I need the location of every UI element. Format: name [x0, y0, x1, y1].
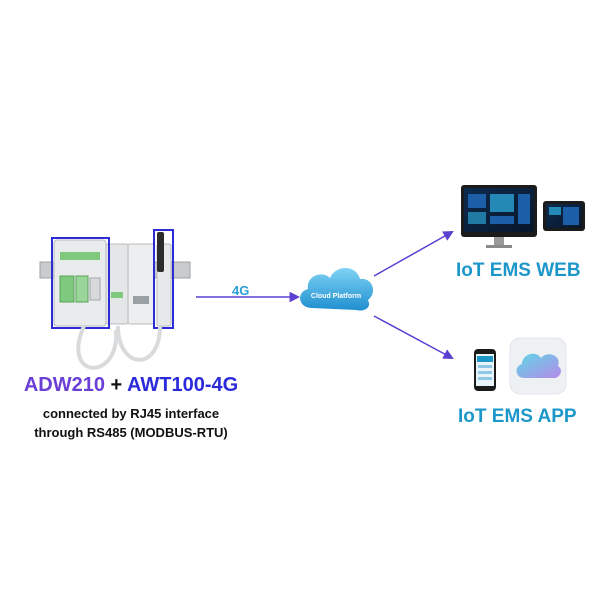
- adw210-highlight-box: [51, 237, 110, 329]
- awt100-4g-module: [156, 232, 172, 327]
- monitor-icon: [461, 185, 537, 248]
- link-4g-label: 4G: [232, 283, 250, 298]
- phone-icon: [474, 349, 496, 391]
- connection-caption-line1: connected by RJ45 interface: [42, 406, 220, 421]
- arrow-to-web: [373, 230, 454, 277]
- model-awt100-4g: AWT100-4G: [127, 374, 239, 396]
- tablet-icon: [543, 201, 585, 231]
- iot-ems-web-label: IoT EMS WEB: [456, 260, 581, 281]
- device-title: ADW210 + AWT100-4G: [0, 374, 262, 397]
- iot-ems-app-label: IoT EMS APP: [458, 406, 577, 427]
- awt100-highlight-box: [153, 229, 174, 329]
- cloud-platform-icon: [300, 268, 374, 311]
- rj45-cable-2: [116, 325, 162, 362]
- adw210-module: [53, 239, 155, 327]
- plus-sign: +: [104, 374, 128, 396]
- connection-caption-line2: through RS485 (MODBUS-RTU): [34, 425, 228, 440]
- app-cloud-icon: [509, 337, 567, 395]
- model-adw210: ADW210: [23, 374, 105, 396]
- arrow-to-app: [373, 315, 454, 359]
- rj45-cable-1: [76, 325, 119, 370]
- cloud-platform-label: Cloud Platform: [311, 293, 361, 300]
